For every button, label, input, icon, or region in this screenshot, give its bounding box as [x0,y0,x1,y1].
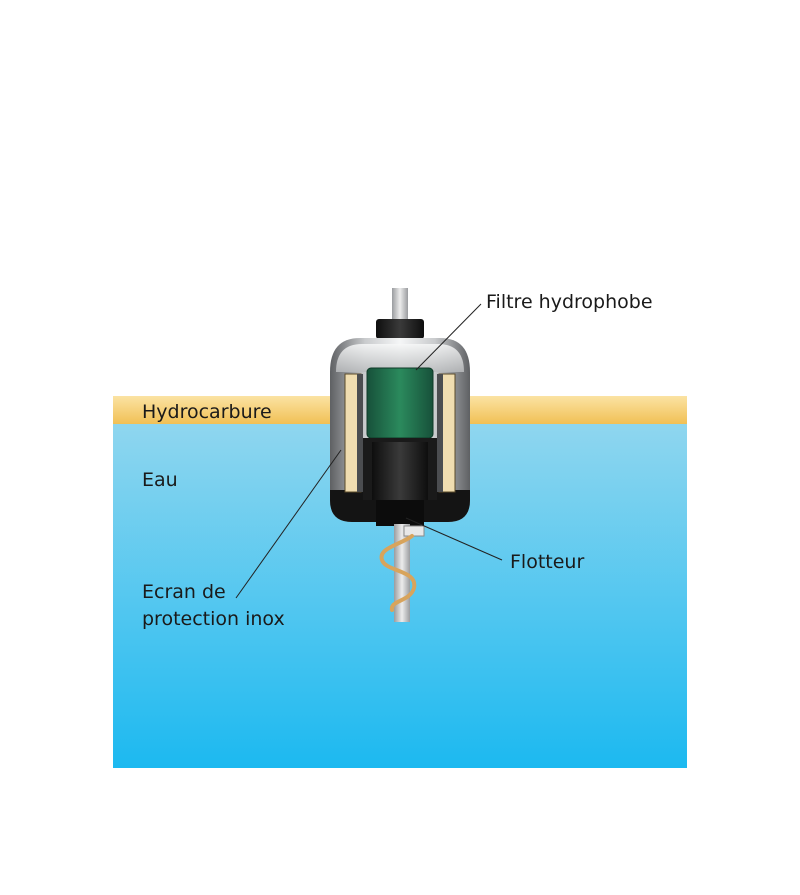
label-oil-layer: Hydrocarbure [142,401,272,423]
skimmer-housing [330,338,470,526]
screen-leader-line [235,449,342,599]
label-filter: Filtre hydrophobe [486,291,653,313]
float-leader-line [405,517,503,561]
label-float: Flotteur [510,551,584,573]
hose [379,534,417,612]
top-rod [392,288,408,324]
filter-leader-line [415,303,482,371]
label-water: Eau [142,469,178,491]
hose-fitting [403,525,425,537]
top-connector [376,319,424,339]
bottom-outlet [376,500,424,526]
label-screen-line1: Ecran de [142,581,226,603]
hydrophobic-filter [366,367,434,439]
label-screen-line2: protection inox [142,608,285,630]
top-cap [336,344,464,372]
right-sleeve-shadow [437,374,443,492]
left-sleeve-shadow [357,374,363,492]
float-core [372,442,428,500]
